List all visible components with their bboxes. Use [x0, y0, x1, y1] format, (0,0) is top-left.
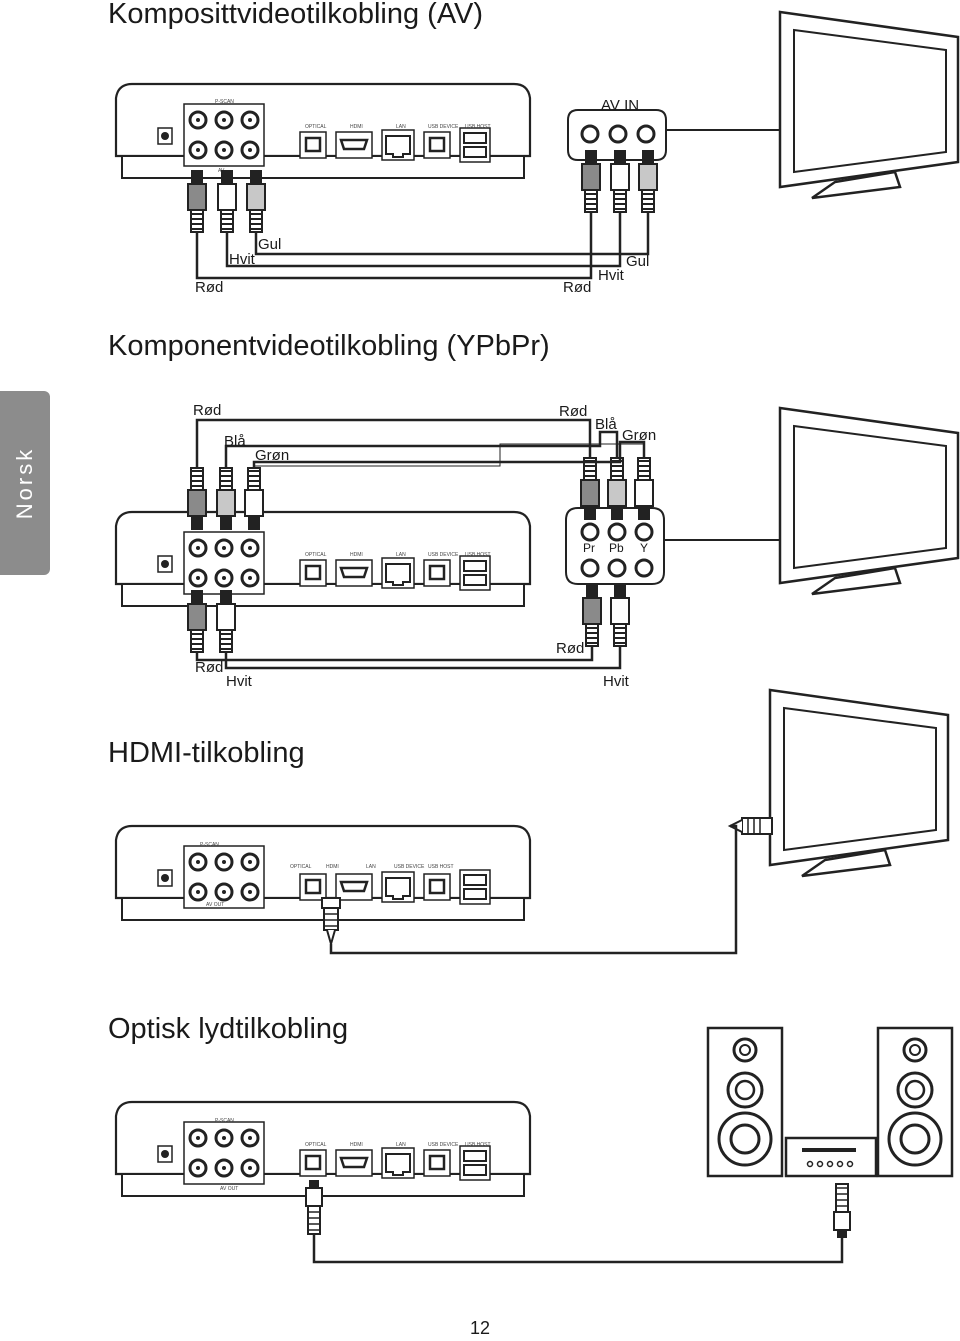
label-usb-host: USB HOST — [465, 552, 491, 558]
speaker-icon — [706, 1026, 784, 1178]
title-optical: Optisk lydtilkobling — [108, 1013, 349, 1045]
component-section: OPTICAL HDMI LAN USB DEVICE USB HOST Pr … — [114, 402, 960, 690]
composite-section: P-SCAN OPTICAL HDMI LAN USB DEVICE USB H… — [114, 10, 960, 296]
label-usb-device: USB DEVICE — [428, 552, 459, 558]
label-usb-host: USB HOST — [428, 864, 454, 870]
label-hdmi: HDMI — [326, 864, 339, 870]
label-pr: Pr — [583, 541, 595, 555]
media-player-icon — [114, 1100, 532, 1198]
label-pb: Pb — [609, 541, 624, 555]
label-optical: OPTICAL — [305, 1142, 327, 1148]
label-rod-6: Rød — [556, 640, 584, 657]
label-pscan: P-SCAN — [215, 1118, 234, 1124]
label-av-out: AV OUT — [206, 902, 224, 908]
label-hvit-1: Hvit — [229, 251, 256, 268]
label-optical: OPTICAL — [305, 124, 327, 130]
label-pscan: P-SCAN — [215, 99, 234, 105]
media-player-icon — [114, 82, 532, 180]
tv-icon — [778, 406, 960, 596]
tv-icon — [778, 10, 960, 200]
label-usb-host: USB HOST — [465, 124, 491, 130]
label-rod-5: Rød — [195, 659, 223, 676]
label-usb-device: USB DEVICE — [428, 124, 459, 130]
label-hdmi: HDMI — [350, 1142, 363, 1148]
language-tab: Norsk — [0, 391, 50, 575]
page-number: 12 — [469, 1318, 491, 1338]
label-lan: LAN — [366, 864, 376, 870]
label-lan: LAN — [396, 552, 406, 558]
label-rod-2: Rød — [563, 279, 591, 296]
label-hvit-3: Hvit — [226, 673, 253, 690]
label-hdmi: HDMI — [350, 124, 363, 130]
label-gul-1: Gul — [258, 236, 281, 253]
label-lan: LAN — [396, 1142, 406, 1148]
label-usb-device: USB DEVICE — [394, 864, 425, 870]
label-av-out: AV OUT — [220, 1186, 238, 1192]
label-y: Y — [640, 541, 648, 555]
speaker-icon — [876, 1026, 954, 1178]
title-hdmi: HDMI-tilkobling — [108, 737, 305, 769]
label-rod-1: Rød — [195, 279, 223, 296]
label-pscan: P-SCAN — [200, 842, 219, 848]
tv-icon — [768, 688, 950, 878]
label-hvit-4: Hvit — [603, 673, 630, 690]
label-rod-3: Rød — [193, 402, 221, 419]
title-component: Komponentvideotilkobling (YPbPr) — [108, 330, 550, 362]
label-bla-1: Blå — [224, 433, 246, 450]
label-bla-2: Blå — [595, 416, 617, 433]
amplifier-icon — [784, 1136, 878, 1178]
optical-section: P-SCAN OPTICAL HDMI LAN USB DEVICE USB H… — [114, 1026, 954, 1264]
label-optical: OPTICAL — [290, 864, 312, 870]
label-gron-2: Grøn — [622, 427, 656, 444]
media-player-icon — [114, 510, 532, 608]
title-composite: Komposittvideotilkobling (AV) — [108, 0, 484, 30]
label-gul-2: Gul — [626, 253, 649, 270]
label-optical: OPTICAL — [305, 552, 327, 558]
label-av-in: AV IN — [601, 97, 639, 114]
label-rod-4: Rød — [559, 403, 587, 420]
label-hdmi: HDMI — [350, 552, 363, 558]
label-hvit-2: Hvit — [598, 267, 625, 284]
label-usb-device: USB DEVICE — [428, 1142, 459, 1148]
label-gron-1: Grøn — [255, 447, 289, 464]
hdmi-section: P-SCAN OPTICAL HDMI LAN USB DEVICE USB H… — [114, 688, 950, 955]
label-lan: LAN — [396, 124, 406, 130]
label-usb-host: USB HOST — [465, 1142, 491, 1148]
